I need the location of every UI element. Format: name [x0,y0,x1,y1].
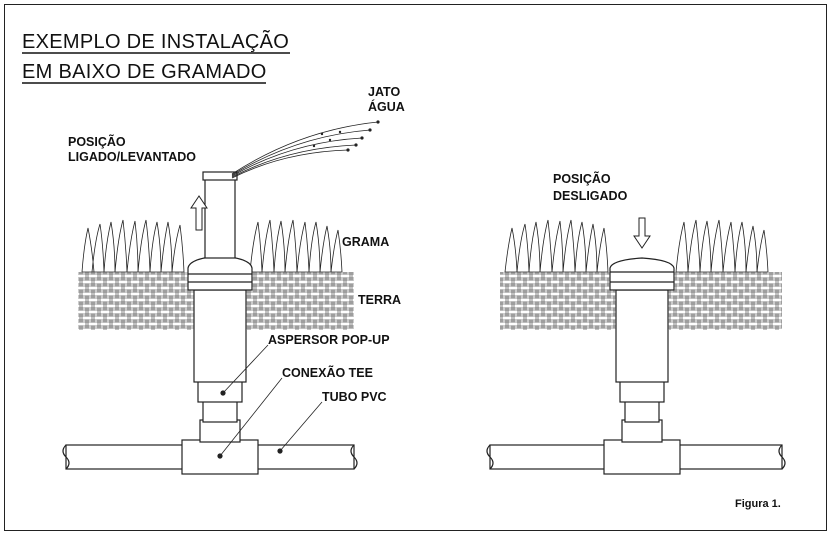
soil-label: TERRA [358,293,401,307]
jet-label-2: ÁGUA [368,99,405,114]
left-position-label-2: LIGADO/LEVANTADO [68,150,196,164]
figure-frame [4,4,827,531]
tee-label: CONEXÃO TEE [282,365,373,380]
left-sprinkler-body [187,171,253,423]
right-sprinkler-body [609,257,675,423]
sprinkler-label: ASPERSOR POP-UP [268,333,390,347]
left-water-jet [231,120,380,179]
right-tee-riser [621,419,663,443]
up-arrow-icon [190,195,208,231]
right-position-label-2: DESLIGADO [553,189,628,203]
right-position-label-1: POSIÇÃO [553,171,611,186]
right-grass [504,219,769,273]
grass-label: GRAMA [342,235,389,249]
leader-pipe [279,401,323,452]
left-grass [81,219,343,273]
right-diagram: POSIÇÃO DESLIGADO [486,171,786,475]
leader-tee [219,377,283,457]
down-arrow-icon [633,217,651,249]
title-block: EXEMPLO DE INSTALAÇÃO EM BAIXO DE GRAMAD… [22,29,290,84]
pipe-label: TUBO PVC [322,390,387,404]
jet-label-1: JATO [368,85,400,99]
title-line-2: EM BAIXO DE GRAMADO [22,61,267,83]
figure-caption: Figura 1. [735,498,781,510]
left-position-label-1: POSIÇÃO [68,134,126,149]
title-line-1: EXEMPLO DE INSTALAÇÃO [22,29,289,53]
right-tee-fitting [603,439,681,475]
left-diagram: POSIÇÃO LIGADO/LEVANTADO JATO ÁGUA GRAMA… [62,85,405,475]
leader-sprinkler [222,344,269,394]
